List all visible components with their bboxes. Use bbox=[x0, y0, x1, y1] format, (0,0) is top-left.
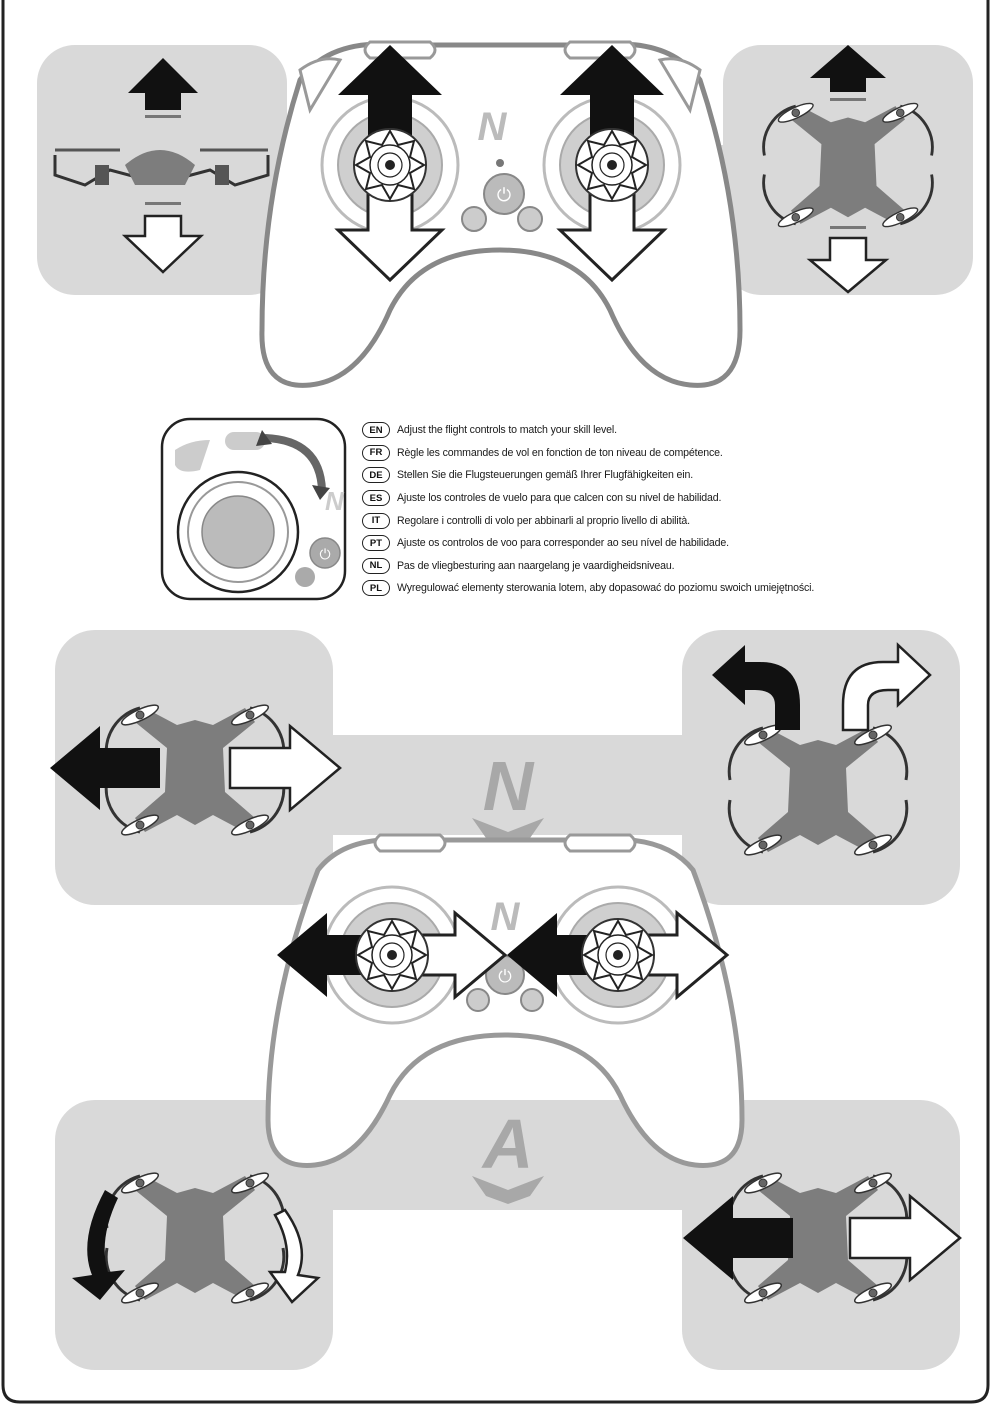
instruction-pt: PT Ajuste os controlos de voo para corre… bbox=[362, 532, 922, 555]
instruction-text: Ajuste os controlos de voo para correspo… bbox=[397, 537, 729, 549]
svg-text:⏻: ⏻ bbox=[319, 547, 330, 563]
svg-text:⏻: ⏻ bbox=[498, 967, 512, 987]
power-icon: ⏻ bbox=[497, 185, 511, 206]
instruction-en: EN Adjust the flight controls to match y… bbox=[362, 419, 922, 442]
mode-switch-detail: N ⏻ bbox=[162, 419, 345, 599]
right-joystick-icon bbox=[576, 129, 648, 201]
language-badge: NL bbox=[362, 558, 390, 574]
advanced-mode-mark: A bbox=[481, 1105, 534, 1183]
instruction-text: Wyregulować elementy sterowania lotem, a… bbox=[397, 582, 814, 594]
svg-text:N: N bbox=[325, 486, 345, 516]
instruction-text: Pas de vliegbesturing aan naargelang je … bbox=[397, 560, 674, 572]
instruction-pl: PL Wyregulować elementy sterowania lotem… bbox=[362, 577, 922, 600]
novice-mode-mark: N bbox=[483, 747, 535, 825]
language-badge: PT bbox=[362, 535, 390, 551]
instruction-text: Ajuste los controles de vuelo para que c… bbox=[397, 492, 721, 504]
instruction-it: IT Regolare i controlli di volo per abbi… bbox=[362, 509, 922, 532]
language-badge: PL bbox=[362, 580, 390, 596]
instruction-list: EN Adjust the flight controls to match y… bbox=[362, 419, 922, 600]
instruction-nl: NL Pas de vliegbesturing aan naargelang … bbox=[362, 555, 922, 578]
svg-text:N: N bbox=[491, 895, 521, 939]
instruction-text: Adjust the flight controls to match your… bbox=[397, 424, 617, 436]
language-badge: FR bbox=[362, 445, 390, 461]
left-joystick-icon bbox=[356, 919, 428, 991]
instruction-text: Règle les commandes de vol en fonction d… bbox=[397, 447, 723, 459]
gamepad-icon-top: N ⏻ bbox=[262, 42, 740, 385]
instruction-text: Regolare i controlli di volo per abbinar… bbox=[397, 515, 690, 527]
novice-logo: N bbox=[478, 105, 508, 149]
instruction-es: ES Ajuste los controles de vuelo para qu… bbox=[362, 487, 922, 510]
language-badge: DE bbox=[362, 467, 390, 483]
instruction-fr: FR Règle les commandes de vol en fonctio… bbox=[362, 442, 922, 465]
left-joystick-icon bbox=[354, 129, 426, 201]
language-badge: EN bbox=[362, 422, 390, 438]
language-badge: ES bbox=[362, 490, 390, 506]
instruction-text: Stellen Sie die Flugsteuerungen gemäß Ih… bbox=[397, 469, 693, 481]
language-badge: IT bbox=[362, 513, 390, 529]
right-joystick-icon bbox=[582, 919, 654, 991]
instruction-de: DE Stellen Sie die Flugsteuerungen gemäß… bbox=[362, 464, 922, 487]
